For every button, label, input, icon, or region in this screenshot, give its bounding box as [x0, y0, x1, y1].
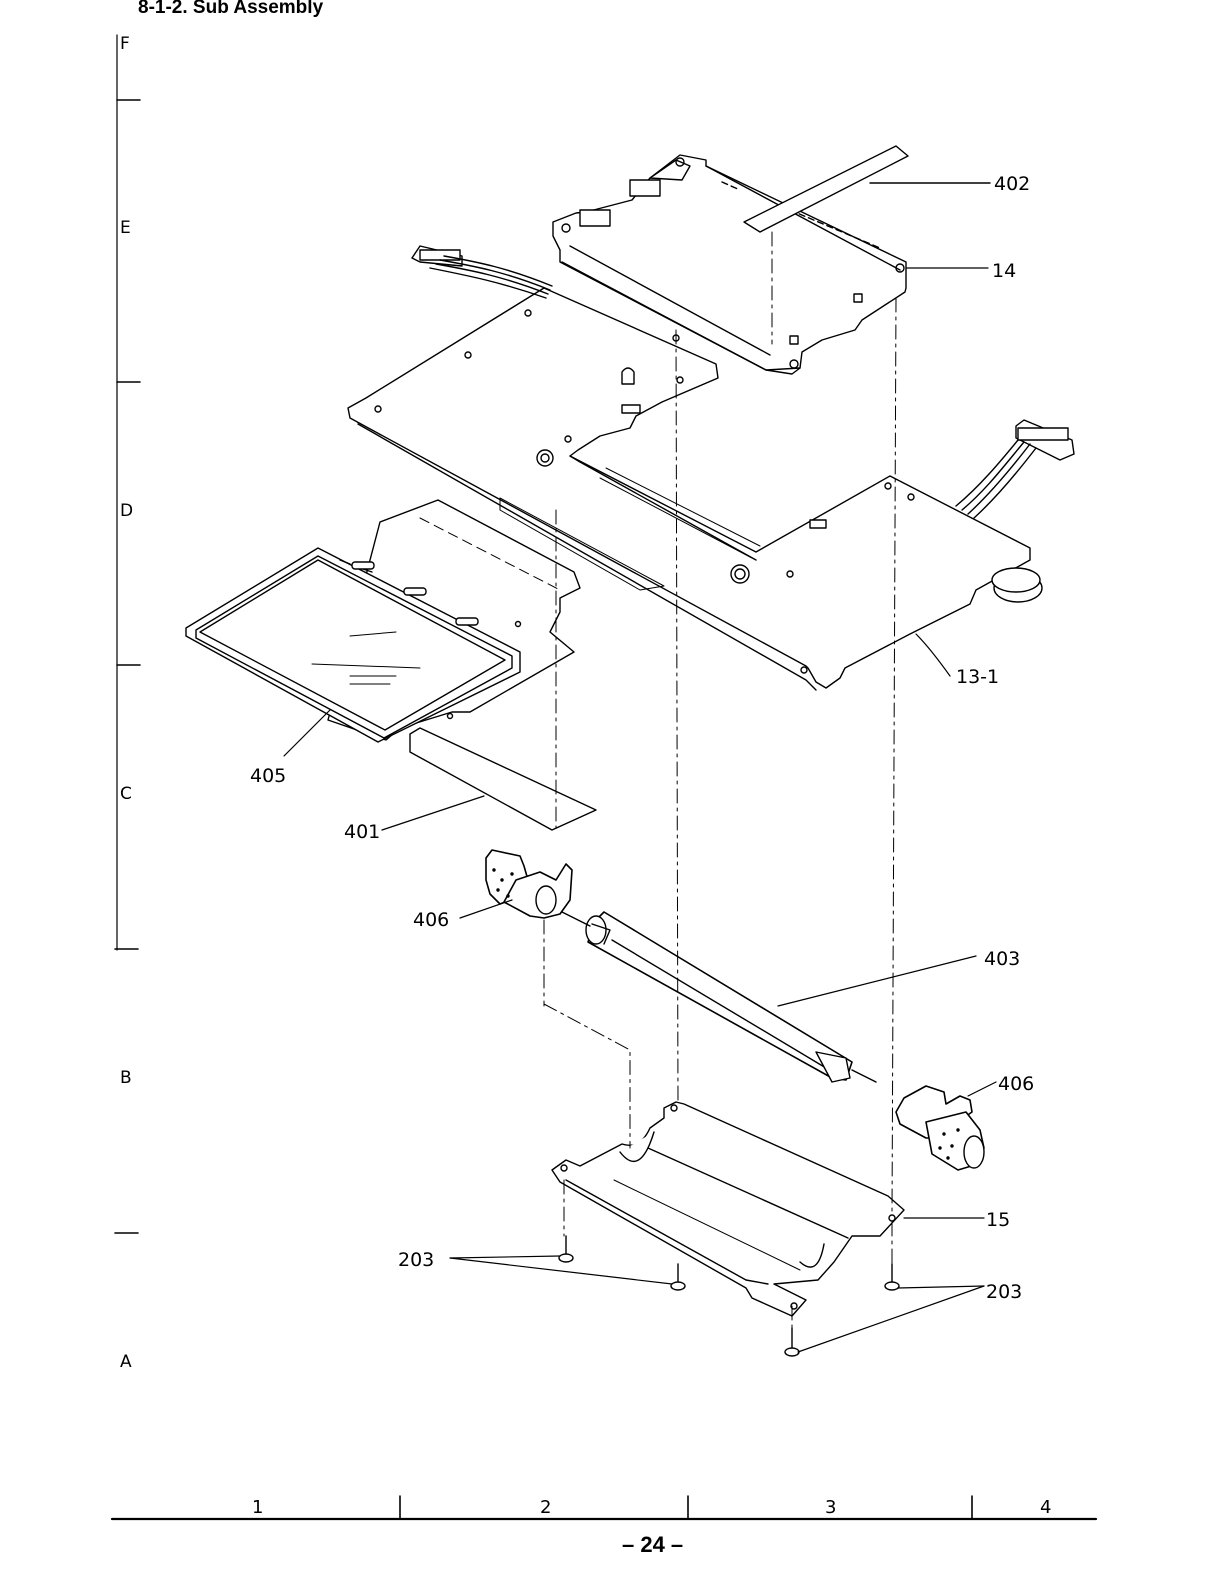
part-401-ribbon — [410, 728, 596, 830]
zone-frame — [115, 35, 140, 1233]
screw-203-c — [885, 1264, 899, 1290]
screw-203-a — [559, 1236, 573, 1262]
part-label-14: 14 — [992, 260, 1016, 282]
part-label-402: 402 — [994, 173, 1030, 195]
part-label-203-left: 203 — [398, 1249, 434, 1271]
part-label-13-1: 13-1 — [956, 666, 999, 688]
part-label-403: 403 — [984, 948, 1020, 970]
part-15-tray — [552, 1102, 904, 1316]
connector-right — [956, 420, 1074, 518]
part-405-display — [186, 500, 580, 742]
part-403-roller — [562, 912, 876, 1082]
screw-203-b — [671, 1264, 685, 1290]
column-frame — [112, 1496, 1096, 1519]
part-406-holder-bottom — [896, 1086, 984, 1170]
part-label-406-top: 406 — [413, 909, 449, 931]
part-label-406-bottom: 406 — [998, 1073, 1034, 1095]
part-406-holder-top — [486, 850, 572, 918]
part-label-401: 401 — [344, 821, 380, 843]
part-label-15: 15 — [986, 1209, 1010, 1231]
part-label-405: 405 — [250, 765, 286, 787]
screw-203-d — [785, 1328, 799, 1356]
part-label-203-right: 203 — [986, 1281, 1022, 1303]
connector-left — [412, 246, 552, 298]
part-402-strip — [744, 146, 990, 232]
